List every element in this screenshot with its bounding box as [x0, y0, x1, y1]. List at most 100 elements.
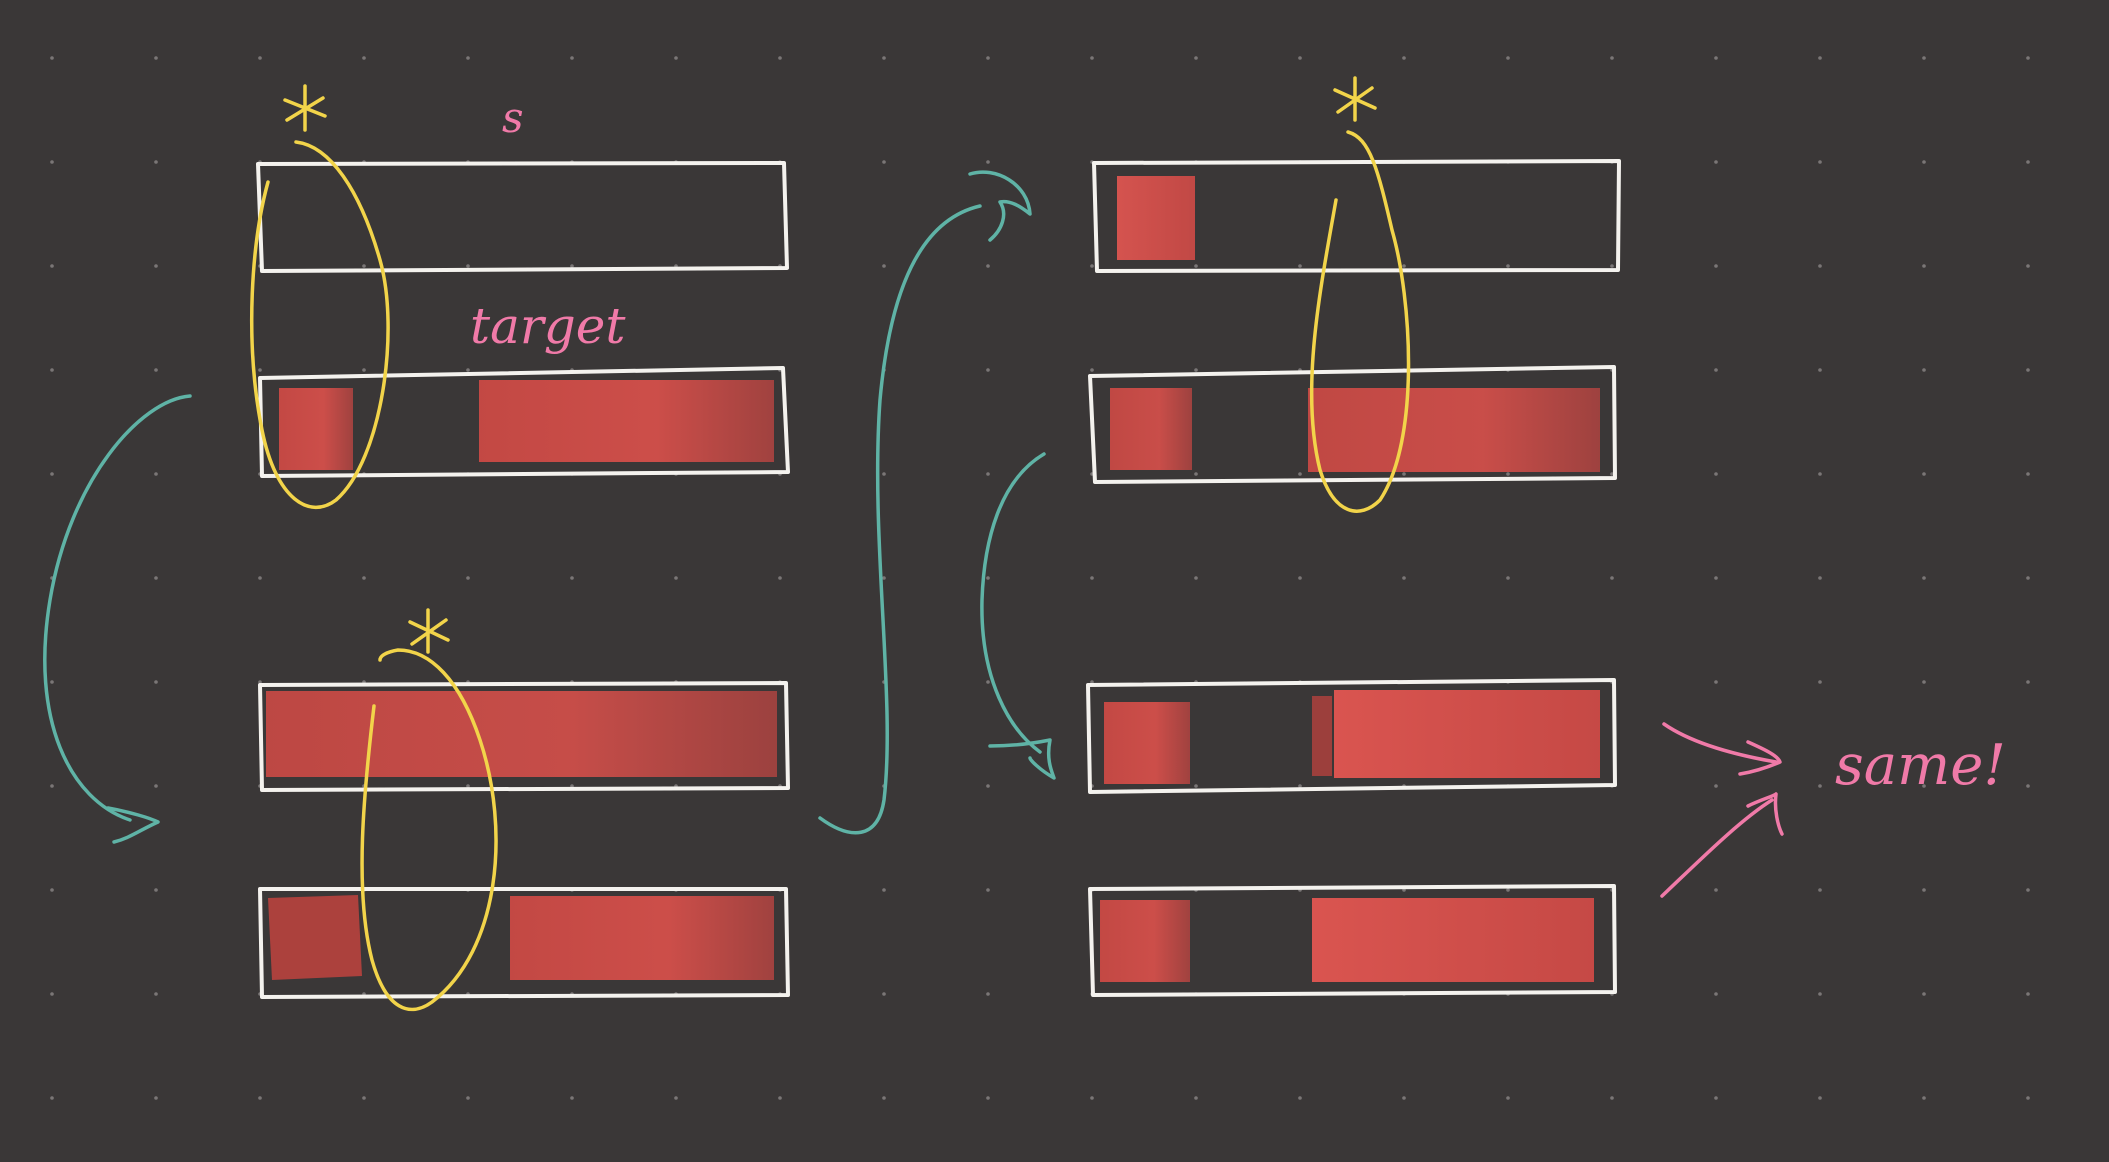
grid-dot: [154, 784, 158, 788]
label-target: target: [470, 297, 626, 355]
second-right-large-block: [1308, 388, 1600, 472]
grid-dot: [2026, 56, 2030, 60]
grid-dot: [2026, 368, 2030, 372]
grid-dot: [362, 1096, 366, 1100]
grid-dot: [154, 56, 158, 60]
second-right-small-block: [1110, 388, 1192, 470]
grid-dot: [986, 1096, 990, 1100]
sequence-s-box-top-left: [256, 161, 789, 273]
grid-dot: [570, 576, 574, 580]
highlight-loop-left-bottom: [360, 648, 498, 1012]
grid-dot: [362, 264, 366, 268]
pink-arrow-upper: [1662, 722, 1782, 776]
grid-dot: [1402, 472, 1406, 476]
grid-dot: [674, 576, 678, 580]
highlight-loop-left-top: [250, 140, 390, 510]
flow-arrow-right: [980, 452, 1046, 754]
grid-dot: [2026, 160, 2030, 164]
grid-dot: [1506, 264, 1510, 268]
grid-dot: [778, 1096, 782, 1100]
grid-dot: [986, 888, 990, 892]
grid-dot: [1818, 368, 1822, 372]
grid-dot: [2026, 576, 2030, 580]
grid-dot: [1194, 472, 1198, 476]
grid-dot: [258, 1096, 262, 1100]
grid-dot: [154, 472, 158, 476]
bottom-right-large-block: [1312, 898, 1594, 982]
label-s: s: [502, 93, 524, 142]
flow-arrow-left: [43, 394, 192, 822]
grid-dot: [986, 264, 990, 268]
grid-dot: [466, 1096, 470, 1100]
grid-dot: [1714, 680, 1718, 684]
grid-dot: [570, 1096, 574, 1100]
full-block: [266, 691, 777, 777]
grid-dot: [1922, 160, 1926, 164]
grid-dot: [882, 472, 886, 476]
grid-dot: [1090, 680, 1094, 684]
grid-dot: [1714, 368, 1718, 372]
grid-dot: [50, 264, 54, 268]
grid-dot: [674, 1096, 678, 1100]
grid-dot: [50, 1096, 54, 1100]
grid-dot: [1610, 56, 1614, 60]
sequence-box-bottom-left: [258, 887, 790, 999]
grid-dot: [50, 888, 54, 892]
grid-dot: [1714, 1096, 1718, 1100]
grid-dot: [50, 160, 54, 164]
grid-dot: [1818, 680, 1822, 684]
grid-dot: [1298, 472, 1302, 476]
flow-arrow-middle: [818, 204, 982, 835]
grid-dot: [1818, 56, 1822, 60]
grid-dot: [1818, 1096, 1822, 1100]
grid-dot: [986, 784, 990, 788]
grid-dot: [1506, 888, 1510, 892]
grid-dot: [2026, 992, 2030, 996]
grid-dot: [154, 680, 158, 684]
grid-dot: [1818, 264, 1822, 268]
grid-dot: [1922, 1096, 1926, 1100]
grid-dot: [2026, 472, 2030, 476]
grid-dot: [50, 472, 54, 476]
grid-dot: [882, 160, 886, 164]
grid-dot: [154, 992, 158, 996]
grid-dot: [1610, 472, 1614, 476]
grid-dot: [1714, 264, 1718, 268]
grid-dot: [1194, 576, 1198, 580]
grid-dot: [154, 1096, 158, 1100]
grid-dot: [1298, 784, 1302, 788]
target-large-block: [479, 380, 774, 462]
grid-dot: [1402, 1096, 1406, 1100]
grid-dot: [258, 680, 262, 684]
sequence-box-bottom-right: [1088, 884, 1617, 997]
grid-dot: [1922, 888, 1926, 892]
grid-dot: [882, 56, 886, 60]
bottom-left-small-block: [268, 895, 362, 980]
asterisk-icon: [1333, 76, 1377, 122]
grid-dot: [258, 368, 262, 372]
grid-dot: [2026, 888, 2030, 892]
grid-dot: [778, 576, 782, 580]
grid-dot: [1610, 576, 1614, 580]
highlight-loop-right-top: [1309, 130, 1411, 513]
grid-dot: [50, 56, 54, 60]
grid-dot: [50, 784, 54, 788]
grid-dot: [986, 680, 990, 684]
grid-dot: [570, 56, 574, 60]
grid-dot: [1506, 56, 1510, 60]
grid-dot: [1922, 472, 1926, 476]
grid-dot: [1922, 680, 1926, 684]
grid-dot: [1194, 368, 1198, 372]
grid-dot: [1090, 264, 1094, 268]
asterisk-icon: [283, 84, 327, 132]
grid-dot: [154, 160, 158, 164]
grid-dot: [362, 368, 366, 372]
grid-dot: [1402, 56, 1406, 60]
sequence-box-top-right: [1092, 159, 1621, 273]
grid-dot: [1090, 56, 1094, 60]
grid-dot: [1402, 576, 1406, 580]
pink-arrow-lower: [1660, 792, 1784, 898]
grid-dot: [1818, 784, 1822, 788]
grid-dot: [986, 160, 990, 164]
